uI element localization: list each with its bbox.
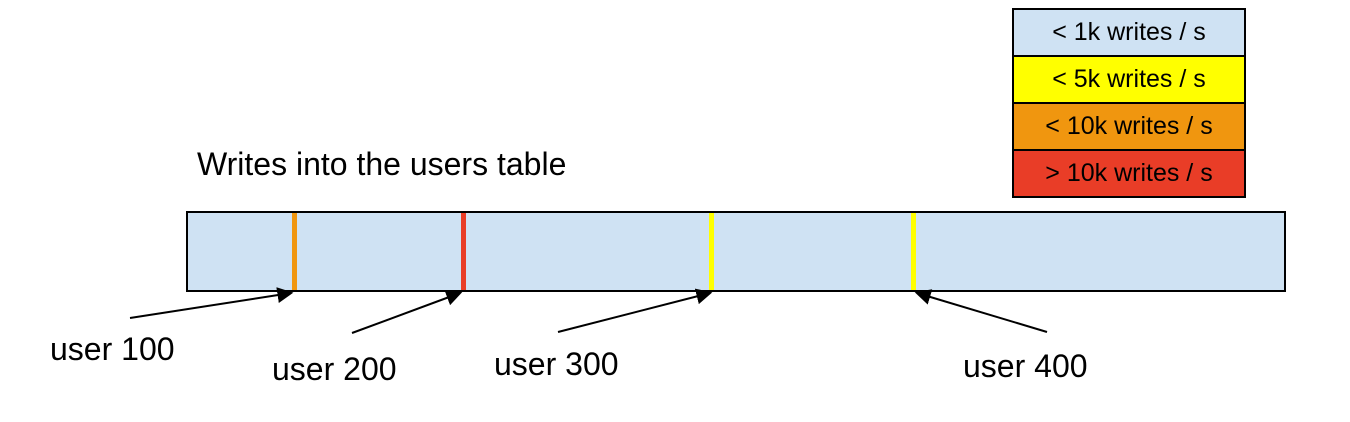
arrow-line — [351, 290, 463, 334]
hotspot-stripe — [911, 213, 916, 290]
hotspot-stripe — [461, 213, 466, 290]
arrow-line — [914, 289, 1048, 333]
user-label: user 100 — [50, 331, 175, 367]
hotspot-stripe — [292, 213, 297, 290]
user-label: user 200 — [272, 351, 397, 387]
legend-item-label: < 5k writes / s — [1052, 65, 1206, 93]
legend-item-gt-10k: > 10k writes / s — [1014, 149, 1244, 196]
diagram-title: Writes into the users table — [197, 146, 567, 182]
arrow-line — [557, 288, 713, 333]
arrow-line — [129, 287, 294, 319]
legend-item-label: < 10k writes / s — [1045, 112, 1213, 140]
legend: < 1k writes / s < 5k writes / s < 10k wr… — [1012, 8, 1246, 198]
legend-item-label: < 1k writes / s — [1052, 18, 1206, 46]
legend-item-label: > 10k writes / s — [1045, 159, 1213, 187]
legend-item-lt-5k: < 5k writes / s — [1014, 55, 1244, 102]
hotspot-stripe — [709, 213, 714, 290]
user-label: user 300 — [494, 346, 619, 382]
legend-item-lt-10k: < 10k writes / s — [1014, 102, 1244, 149]
users-table-bar — [186, 211, 1286, 292]
user-label: user 400 — [963, 348, 1088, 384]
legend-item-lt-1k: < 1k writes / s — [1014, 10, 1244, 55]
